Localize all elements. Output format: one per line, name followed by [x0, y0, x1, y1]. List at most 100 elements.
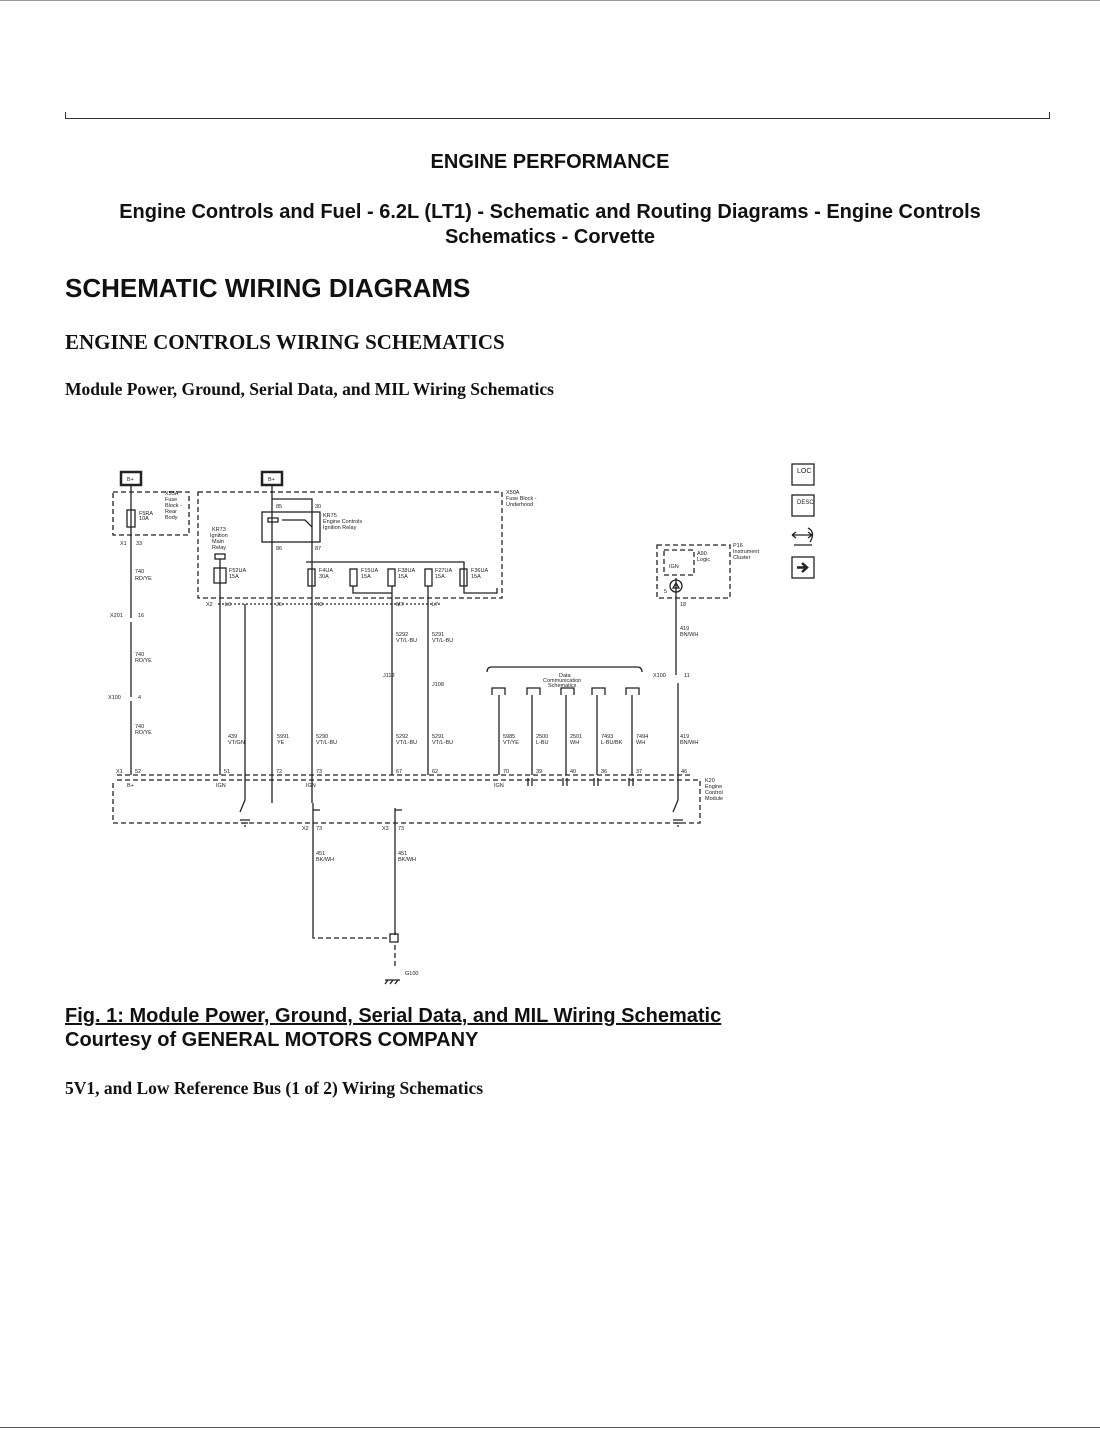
- schematic-label-x53a-d2: Block -: [165, 503, 182, 509]
- schematic-label-p51: 51: [224, 769, 230, 775]
- schematic-label-p86: 86: [276, 546, 282, 552]
- schematic-label-x53a-d3: Rear: [165, 509, 177, 515]
- schematic-label-ign1: IGN: [216, 783, 226, 789]
- schematic-label-k20-d3: Module: [705, 796, 723, 802]
- schematic-label-w419b: 419: [680, 734, 689, 740]
- next-page-arrow-icon[interactable]: [791, 556, 815, 579]
- subsection-title: ENGINE CONTROLS WIRING SCHEMATICS: [65, 330, 505, 354]
- schematic-label-w2500: 2500: [536, 734, 548, 740]
- schematic-label-w7493-c: L-BU/BK: [601, 740, 623, 746]
- schematic-label-bplus2: B+: [268, 477, 275, 483]
- schematic-label-f52ua-a: 15A: [229, 574, 239, 580]
- schematic-label-kr73: KR73: [212, 527, 226, 533]
- figure-courtesy: Courtesy of GENERAL MOTORS COMPANY: [65, 1029, 479, 1051]
- schematic-label-w5292b: 5292: [396, 734, 408, 740]
- schematic-label-w439-c: VT/GN: [228, 740, 245, 746]
- wire-relay: [271, 485, 313, 803]
- schematic-label-f36ua-a: 15A: [471, 574, 481, 580]
- schematic-label-ign2: IGN: [306, 783, 316, 789]
- schematic-label-x100a: X100: [108, 695, 121, 701]
- schematic-label-f5ra-a: 10A: [139, 516, 149, 522]
- schematic-label-w451b: 451: [398, 851, 407, 857]
- schematic-label-kr75-d2: Ignition Relay: [323, 525, 357, 531]
- schematic-label-j113: J113: [383, 673, 395, 679]
- schematic-label-f4ua: F4UA: [319, 568, 333, 574]
- schematic-label-p16u: P16: [733, 543, 743, 549]
- splice-g100: [389, 933, 399, 943]
- schematic-label-w419a-c: BN/WH: [680, 632, 698, 638]
- schematic-label-k20-d1: Engine: [705, 784, 722, 790]
- fuse-f5ra: [126, 509, 136, 528]
- schematic-label-w5985: 5985: [503, 734, 515, 740]
- schematic-label-p36: 36: [601, 769, 607, 775]
- schematic-label-w5292a-c: VT/L-BU: [396, 638, 417, 644]
- schematic-label-x1: X1: [120, 541, 127, 547]
- schematic-label-w5291a: 5291: [432, 632, 444, 638]
- schematic-label-ign-p16: IGN: [669, 564, 679, 570]
- schematic-label-w419b-c: BN/WH: [680, 740, 698, 746]
- schematic-label-w451a-c: BK/WH: [316, 857, 334, 863]
- schematic-label-kr75: KR75: [323, 513, 337, 519]
- schematic-label-k20-d2: Control: [705, 790, 723, 796]
- schematic-label-p4: 4: [138, 695, 141, 701]
- loc-icon-text: LOC: [797, 468, 811, 475]
- ecm-box: [112, 774, 701, 824]
- schematic-label-kr73-d3: Relay: [212, 545, 226, 551]
- schematic-label-ign3: IGN: [494, 783, 504, 789]
- schematic-label-g100: G100: [405, 971, 418, 977]
- schematic-label-w5291b: 5291: [432, 734, 444, 740]
- wire-419: [672, 578, 683, 827]
- schematic-label-f52ua: F52UA: [229, 568, 246, 574]
- schematic-label-f15ua: F15UA: [361, 568, 378, 574]
- schematic-label-p11: 11: [684, 673, 690, 679]
- schematic-label-j108: J108: [432, 682, 444, 688]
- figure-caption[interactable]: Fig. 1: Module Power, Ground, Serial Dat…: [65, 1005, 722, 1027]
- document-title-line2: Schematics - Corvette: [444, 226, 656, 248]
- schematic-label-x53a-d1: Fuse: [165, 497, 177, 503]
- desc-icon-text: DESC: [797, 500, 814, 506]
- schematic-label-l6: L6: [225, 602, 231, 608]
- schematic-label-x2b: X2: [302, 826, 309, 832]
- page-top-edge: [0, 0, 1100, 1]
- schematic-label-w740c: 740: [135, 724, 144, 730]
- schematic-label-kr73-d1: Ignition: [210, 533, 228, 539]
- schematic-label-p39: 39: [536, 769, 542, 775]
- schematic-label-x50a-d1: Fuse Block -: [506, 496, 537, 502]
- connector-end-view-icon[interactable]: [791, 527, 814, 546]
- location-view-icon[interactable]: [791, 463, 815, 486]
- schematic-label-f38ua: F38UA: [398, 568, 415, 574]
- schematic-label-f27ua-a: 15A: [435, 574, 445, 580]
- data-bracket: [486, 666, 643, 673]
- schematic-label-p18: 18: [680, 602, 686, 608]
- description-view-icon[interactable]: [791, 494, 815, 517]
- schematic-label-l7: L7: [432, 602, 438, 608]
- schematic-label-p52: 52: [135, 769, 141, 775]
- schematic-label-p16-d1: Instrument: [733, 549, 759, 555]
- header-rule: [65, 112, 1050, 119]
- schematic-label-f4ua-a: 30A: [319, 574, 329, 580]
- schematic-label-x3: X3: [382, 826, 389, 832]
- schematic-label-w5291b-c: VT/L-BU: [432, 740, 453, 746]
- schematic-label-w5991: 5991: [277, 734, 289, 740]
- document-title-line1: Engine Controls and Fuel - 6.2L (LT1) - …: [119, 201, 981, 223]
- schematic-label-x100b: X100: [653, 673, 666, 679]
- schematic-label-p73: 73: [316, 769, 322, 775]
- schematic-label-w5991-c: YE: [277, 740, 285, 746]
- schematic-label-p16-d2: Cluster: [733, 555, 751, 561]
- schematic-label-w740b-c: RD/YE: [135, 658, 152, 664]
- schematic-label-p73b: 73: [316, 826, 322, 832]
- relay-kr75: [261, 511, 321, 543]
- schematic-label-w2501: 2501: [570, 734, 582, 740]
- schematic-label-x53a-d4: Body: [165, 515, 178, 521]
- fuse-block-underhood: [197, 491, 503, 599]
- diagram-title: Module Power, Ground, Serial Data, and M…: [65, 379, 554, 399]
- schematic-label-a90: A90: [697, 551, 707, 557]
- schematic-label-data1: Data: [559, 673, 572, 679]
- schematic-label-bplus-k: B+: [127, 783, 134, 789]
- document-category: ENGINE PERFORMANCE: [430, 151, 670, 173]
- schematic-label-p46: 46: [681, 769, 687, 775]
- schematic-label-w5292a: 5292: [396, 632, 408, 638]
- schematic-label-p16: 16: [138, 613, 144, 619]
- schematic-label-w439: 439: [228, 734, 237, 740]
